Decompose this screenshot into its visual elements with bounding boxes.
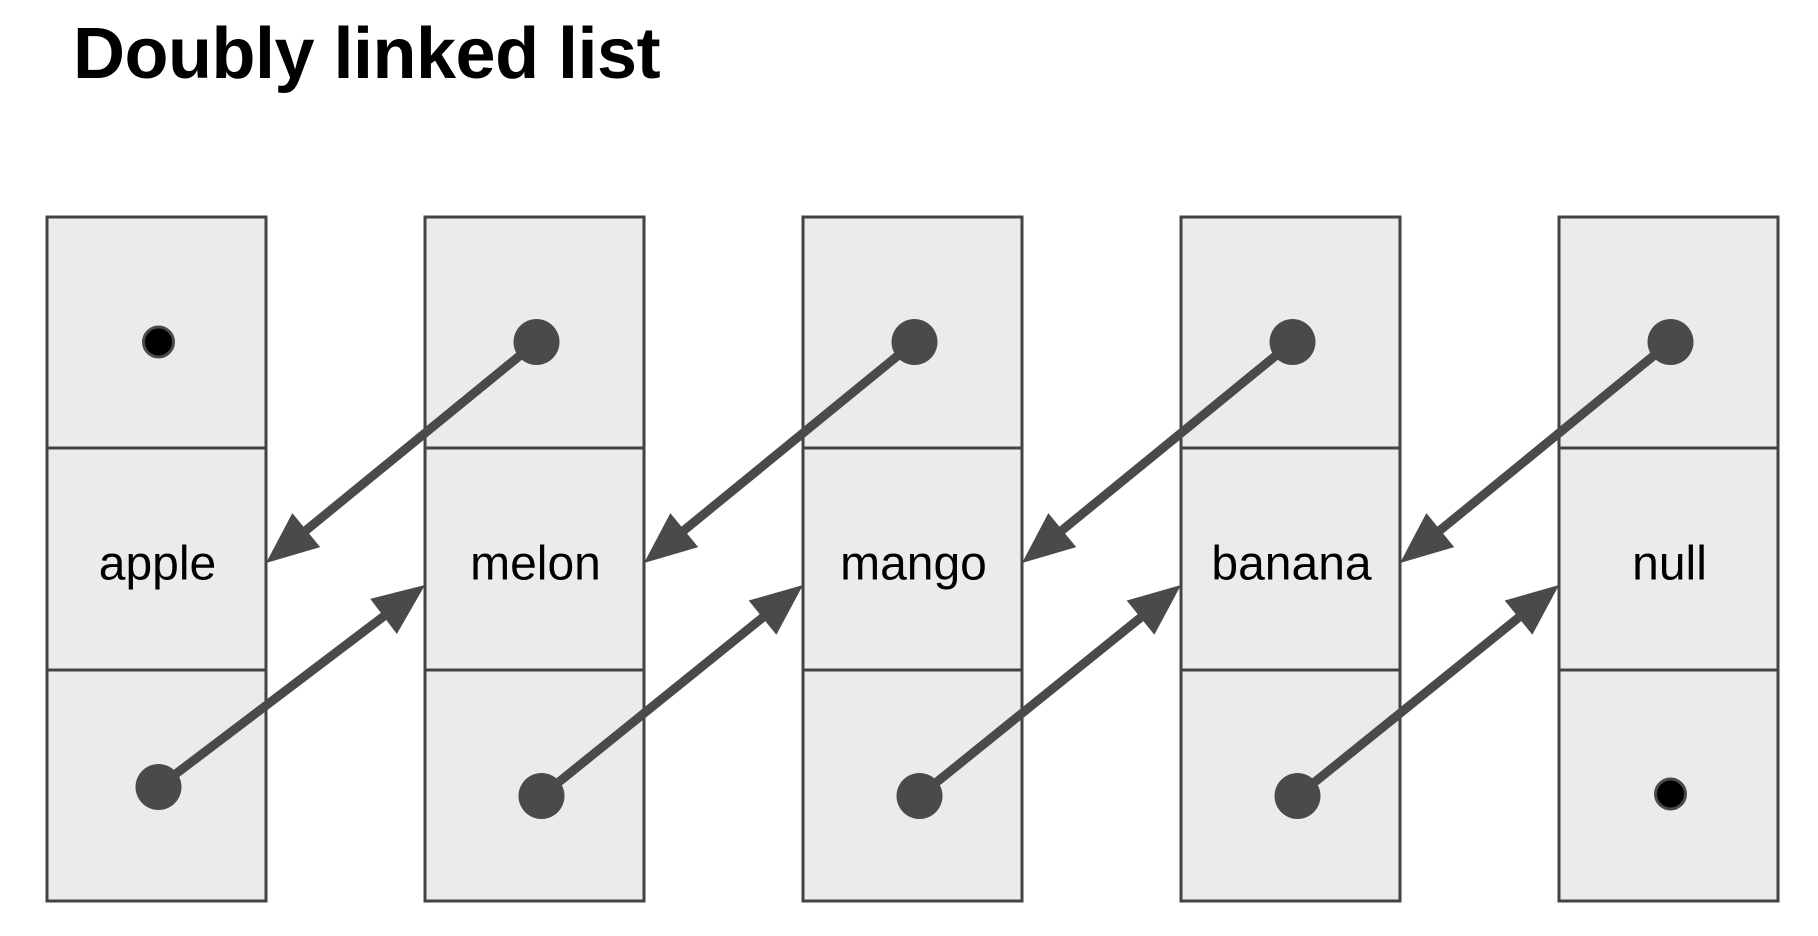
next-pointer-arrow [518, 585, 803, 819]
nodes-layer: apple melon mango banana null [45, 215, 1780, 903]
arrowhead [1022, 513, 1077, 563]
arrowhead [1504, 585, 1559, 635]
value-cell [1179, 446, 1402, 672]
node-value-label: melon [470, 538, 601, 591]
pointer-origin-dot [513, 319, 560, 365]
node-value-label: banana [1211, 538, 1371, 591]
pointer-origin-dot [1269, 319, 1316, 365]
node-value-label: apple [99, 538, 216, 591]
prev-pointer-arrow [644, 319, 938, 563]
null-prev-pointer-dot [142, 325, 175, 359]
pointer-line [1056, 338, 1296, 537]
arrowhead [1400, 513, 1455, 563]
arrowhead [266, 513, 321, 563]
prev-pointer-arrow [1022, 319, 1316, 563]
next-pointer-arrow [135, 585, 425, 810]
pointer-origin-dot [135, 764, 182, 810]
pointers-layer [135, 319, 1694, 819]
pointer-line [300, 338, 540, 537]
pointer-origin-dot [1647, 319, 1694, 365]
list-node: melon [423, 215, 646, 903]
pointer-line [916, 611, 1147, 800]
value-cell [1557, 446, 1780, 672]
pointer-line [1434, 338, 1674, 537]
pointer-origin-dot [891, 319, 938, 365]
node-value-label: null [1632, 538, 1707, 591]
prev-pointer-arrow [266, 319, 560, 563]
value-cell [423, 446, 646, 672]
next-pointer-arrow [1274, 585, 1559, 819]
pointer-origin-dot [518, 773, 565, 819]
arrowhead [748, 585, 803, 635]
node-value-label: mango [840, 538, 987, 591]
null-next-pointer-dot [1654, 777, 1687, 811]
next-pointer-arrow [896, 585, 1181, 819]
prev-pointer-arrow [1400, 319, 1694, 563]
diagram-title: Doubly linked list [73, 14, 661, 94]
pointer-line [155, 610, 390, 791]
value-cell [45, 446, 268, 672]
pointer-line [538, 611, 769, 800]
pointer-line [1294, 611, 1525, 800]
arrowhead [644, 513, 699, 563]
arrowhead [1126, 585, 1181, 635]
pointer-line [678, 338, 918, 537]
value-cell [801, 446, 1024, 672]
pointer-origin-dot [1274, 773, 1321, 819]
pointer-origin-dot [896, 773, 943, 819]
arrowhead [370, 585, 425, 634]
